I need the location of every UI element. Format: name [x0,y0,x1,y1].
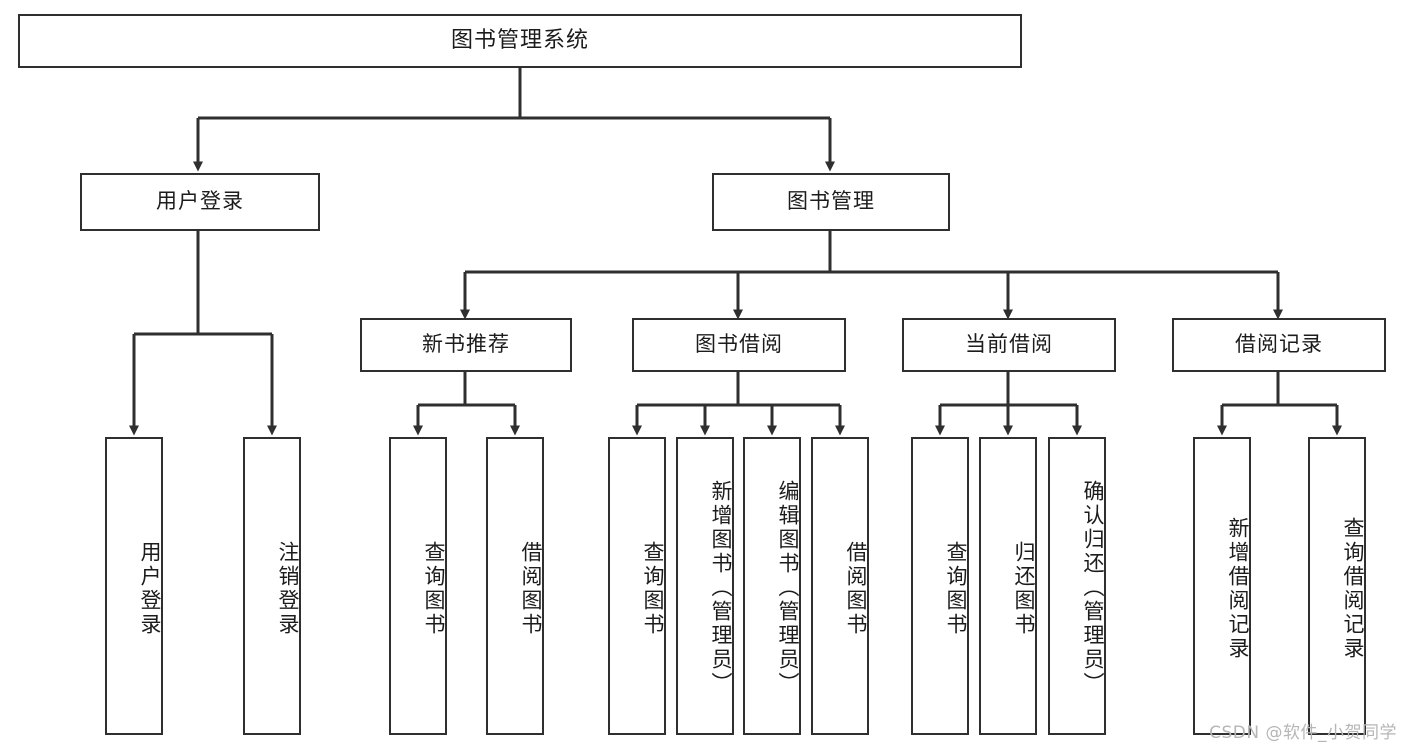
csdn-watermark: CSDN @软件_小贺同学 [1209,723,1397,743]
node-book-manage[interactable]: 图书管理 [712,173,950,231]
node-label: 归还图书 [1012,541,1036,637]
leaf-query-book-3[interactable]: 查询图书 [911,437,969,735]
leaf-query-book-2[interactable]: 查询图书 [608,437,666,735]
node-label: 图书管理系统 [450,27,589,53]
leaf-user-login[interactable]: 用户登录 [105,437,163,735]
node-root-system[interactable]: 图书管理系统 [18,14,1022,68]
node-label: 查询借阅记录 [1341,517,1365,661]
node-label: 借阅图书 [519,541,543,637]
leaf-edit-book[interactable]: 编辑图书（管理员） [743,437,801,735]
node-label: 用户登录 [156,189,244,214]
leaf-borrow-book-2[interactable]: 借阅图书 [811,437,869,735]
node-label: 图书借阅 [695,332,783,357]
leaf-add-book[interactable]: 新增图书（管理员） [676,437,734,735]
node-label: 新增借阅记录 [1226,517,1250,661]
leaf-add-record[interactable]: 新增借阅记录 [1193,437,1251,735]
leaf-return-book[interactable]: 归还图书 [979,437,1037,735]
leaf-query-book-1[interactable]: 查询图书 [389,437,447,735]
node-current-borrow[interactable]: 当前借阅 [902,318,1116,372]
node-label: 编辑图书（管理员） [776,479,800,696]
node-label: 借阅图书 [844,541,868,637]
node-user-login[interactable]: 用户登录 [80,173,320,231]
node-label: 新增图书（管理员） [709,479,733,696]
node-borrow-record[interactable]: 借阅记录 [1172,318,1386,372]
node-book-borrow[interactable]: 图书借阅 [632,318,846,372]
node-label: 新书推荐 [422,332,510,357]
node-label: 图书管理 [787,189,875,214]
node-label: 查询图书 [641,541,665,637]
node-label: 借阅记录 [1235,332,1323,357]
leaf-borrow-book-1[interactable]: 借阅图书 [486,437,544,735]
node-label: 查询图书 [944,541,968,637]
node-new-book-rec[interactable]: 新书推荐 [360,318,572,372]
node-label: 注销登录 [276,541,300,637]
node-label: 用户登录 [138,541,162,637]
node-label: 查询图书 [422,541,446,637]
node-label: 当前借阅 [965,332,1053,357]
node-label: 确认归还（管理员） [1081,479,1105,696]
leaf-confirm-return[interactable]: 确认归还（管理员） [1048,437,1106,735]
leaf-logout-login[interactable]: 注销登录 [243,437,301,735]
leaf-query-record[interactable]: 查询借阅记录 [1308,437,1366,735]
